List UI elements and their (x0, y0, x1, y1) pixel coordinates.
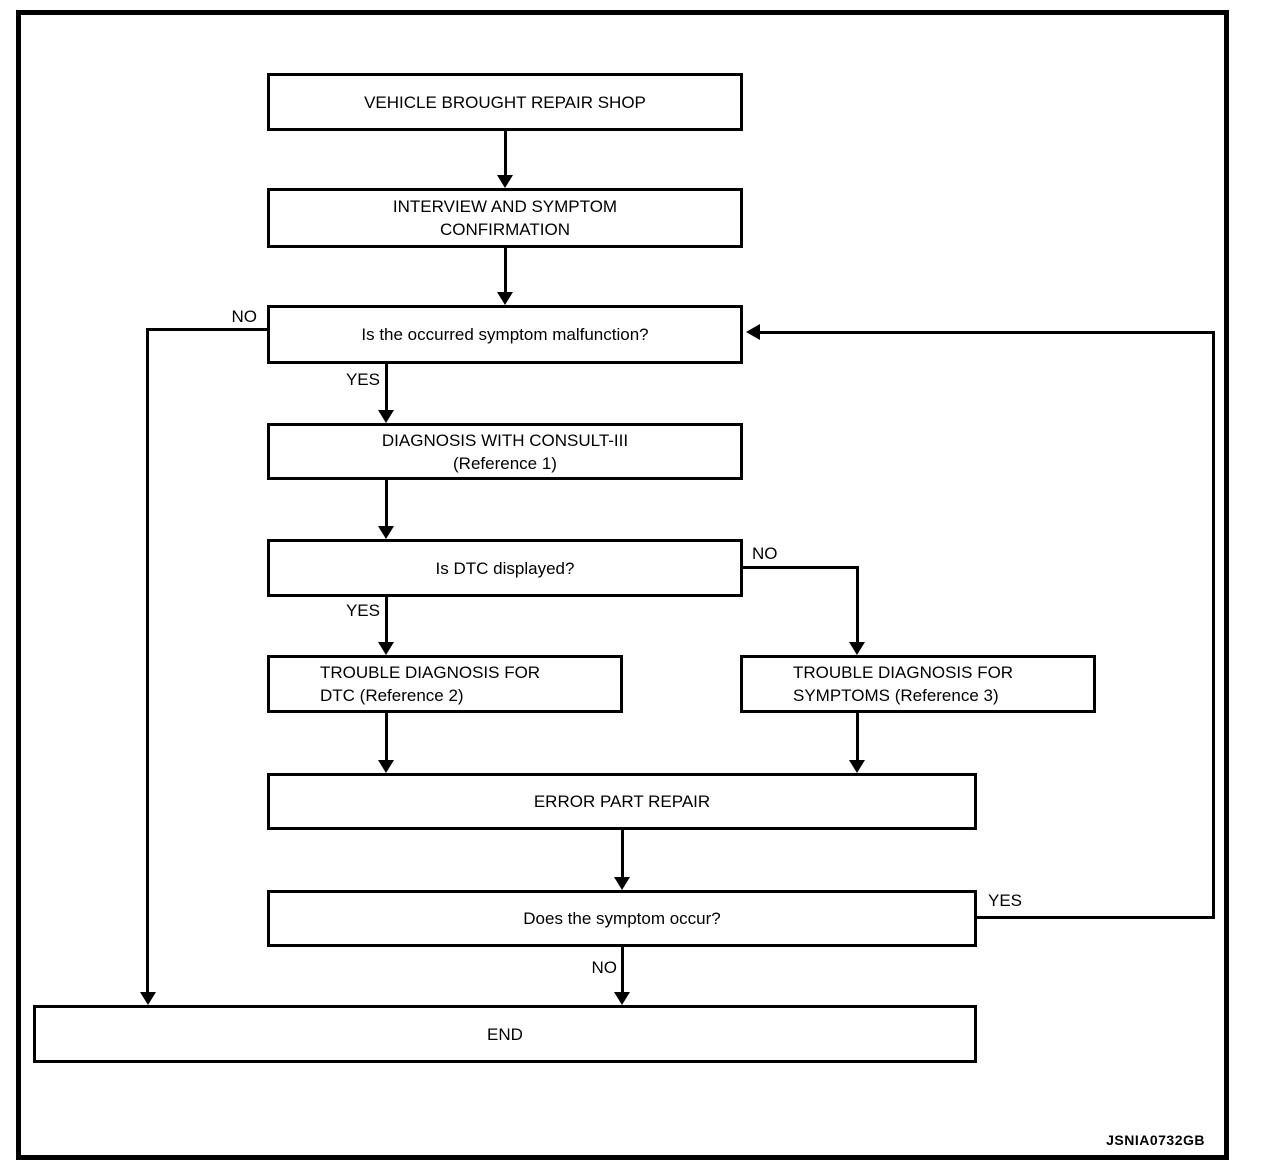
loop-occur-yes-vertical (1212, 331, 1215, 919)
arrowhead-into-malfunction-right (746, 324, 760, 340)
arrowhead-into-end-center (614, 992, 630, 1005)
connector-occur-no-to-end (621, 945, 624, 993)
connector-interview-to-malfunction (504, 246, 507, 293)
loop-malfunction-no-vertical (146, 328, 149, 993)
node-trouble-diagnosis-for-dtc: TROUBLE DIAGNOSIS FOR DTC (Reference 2) (267, 655, 623, 713)
node-end: END (33, 1005, 977, 1063)
figure-id-code: JSNIA0732GB (1106, 1132, 1205, 1148)
edge-label-occur-no: NO (565, 958, 617, 978)
connector-repair-to-occur (621, 828, 624, 878)
arrowhead-into-repair-left (378, 760, 394, 773)
arrowhead-into-malfunction (497, 292, 513, 305)
arrowhead-into-trouble-dtc (378, 642, 394, 655)
connector-vehicle-to-interview (504, 130, 507, 176)
node-does-symptom-occur: Does the symptom occur? (267, 890, 977, 947)
connector-dtc-no-horizontal (741, 566, 858, 569)
loop-malfunction-no-horizontal (146, 328, 269, 331)
edge-label-occur-yes: YES (988, 891, 1048, 911)
connector-dtc-no-vertical (856, 566, 859, 643)
arrowhead-into-occur (614, 877, 630, 890)
node-trouble-diagnosis-for-symptoms: TROUBLE DIAGNOSIS FOR SYMPTOMS (Referenc… (740, 655, 1096, 713)
connector-trouble-symptoms-to-repair (856, 711, 859, 761)
node-is-occurred-symptom-malfunction: Is the occurred symptom malfunction? (267, 305, 743, 364)
edge-label-malfunction-no: NO (205, 307, 257, 327)
connector-trouble-dtc-to-repair (385, 711, 388, 761)
figure-border (16, 10, 1229, 1160)
edge-label-malfunction-yes: YES (328, 370, 380, 390)
connector-diagnosis-to-dtc (385, 478, 388, 527)
edge-label-dtc-yes: YES (328, 601, 380, 621)
loop-occur-yes-horizontal-bottom (975, 916, 1214, 919)
arrowhead-into-repair-right (849, 760, 865, 773)
arrowhead-into-end-left (140, 992, 156, 1005)
arrowhead-into-interview (497, 175, 513, 188)
arrowhead-into-trouble-symptoms (849, 642, 865, 655)
node-interview-symptom-confirmation: INTERVIEW AND SYMPTOM CONFIRMATION (267, 188, 743, 248)
node-diagnosis-with-consult-iii: DIAGNOSIS WITH CONSULT-III (Reference 1) (267, 423, 743, 480)
edge-label-dtc-no: NO (752, 544, 812, 564)
connector-malfunction-yes-to-diagnosis (385, 362, 388, 411)
arrowhead-into-dtc (378, 526, 394, 539)
node-vehicle-brought-repair-shop: VEHICLE BROUGHT REPAIR SHOP (267, 73, 743, 131)
node-is-dtc-displayed: Is DTC displayed? (267, 539, 743, 597)
connector-dtc-yes-to-trouble-dtc (385, 595, 388, 643)
node-error-part-repair: ERROR PART REPAIR (267, 773, 977, 830)
loop-occur-yes-horizontal-top (758, 331, 1214, 334)
arrowhead-into-diagnosis (378, 410, 394, 423)
